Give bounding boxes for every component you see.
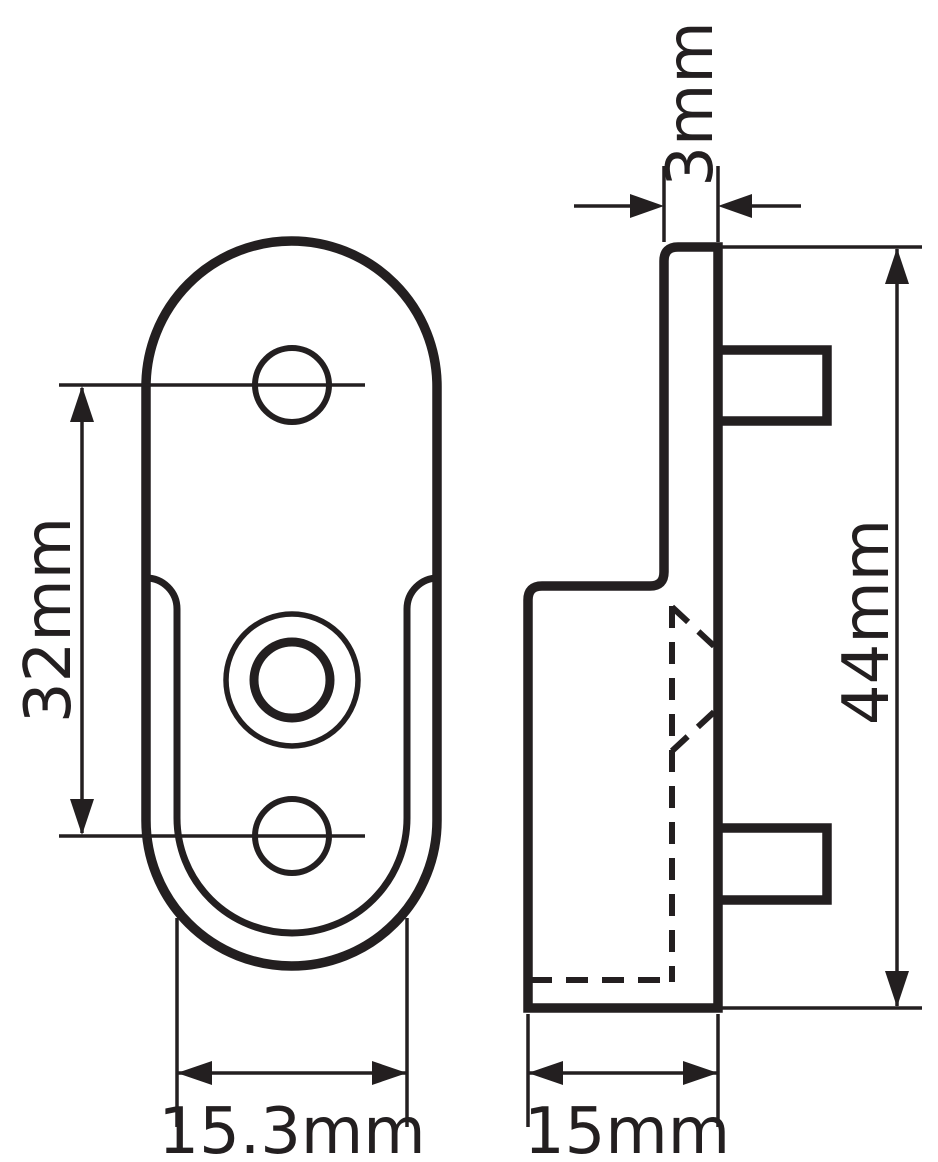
hidden-lines (530, 604, 717, 983)
front-inner-recess-contour (145, 574, 439, 937)
hidden-countersink-lower-line (669, 709, 717, 754)
arrowhead-up-icon (70, 386, 94, 422)
upper-tab (718, 345, 832, 426)
arrowhead-down-icon (885, 971, 909, 1007)
thickness-label: 3mm (654, 21, 728, 186)
arrowhead-left-icon (528, 1061, 563, 1085)
hidden-countersink-upper-line (669, 604, 717, 649)
dimension-thickness: 3mm (574, 21, 801, 242)
front-width-label: 15.3mm (158, 1095, 425, 1162)
hole-spacing-label: 32mm (12, 517, 86, 723)
center-hole-countersink (223, 611, 361, 749)
arrowhead-right-icon (630, 194, 664, 218)
side-profile-outline (523, 242, 723, 1013)
center-hole-bore (249, 637, 335, 723)
dimension-height: 44mm (722, 245, 922, 1010)
arrowhead-left-icon (177, 1061, 212, 1085)
dimension-hole-spacing: 32mm (12, 386, 94, 835)
dimension-depth: 15mm (524, 1014, 730, 1162)
front-view: 32mm 15.3mm (12, 236, 442, 1162)
arrowhead-up-icon (885, 248, 909, 284)
arrowhead-right-icon (372, 1061, 407, 1085)
arrowhead-down-icon (70, 799, 94, 835)
front-outer-outline (141, 236, 442, 971)
height-label: 44mm (830, 519, 904, 725)
side-view: 3mm 44mm 15mm (523, 21, 922, 1162)
lower-tab (718, 823, 832, 905)
arrowhead-left-icon (718, 194, 752, 218)
arrowhead-right-icon (683, 1061, 718, 1085)
dimension-front-width: 15.3mm (158, 918, 426, 1162)
depth-label: 15mm (524, 1095, 730, 1162)
